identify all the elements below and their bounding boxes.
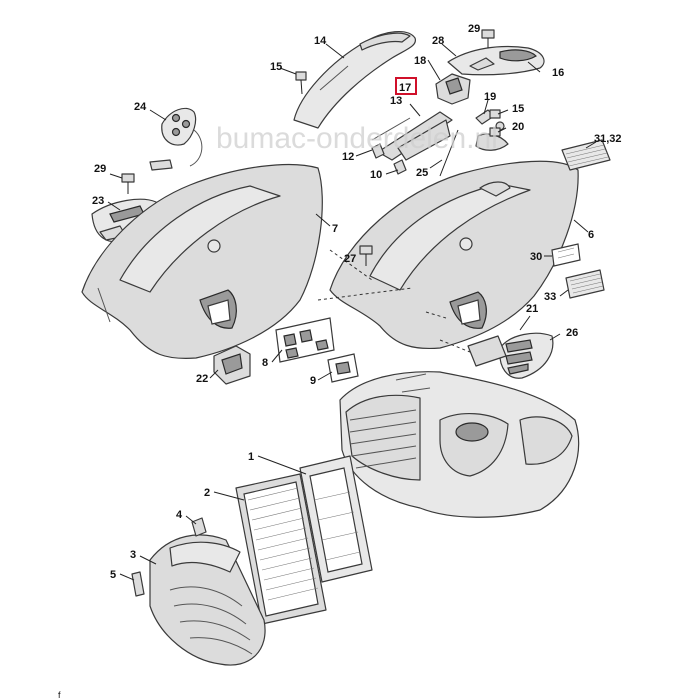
- callout-22: 22: [196, 373, 208, 385]
- callout-25: 25: [416, 167, 428, 179]
- part-2-air-filter: [235, 473, 327, 625]
- callout-2: 2: [204, 487, 210, 499]
- part-16-top-cap: [447, 45, 545, 76]
- part-33-grille: [565, 269, 605, 299]
- callout-15a: 15: [270, 61, 282, 73]
- callout-10: 10: [370, 169, 382, 181]
- callout-27: 27: [344, 253, 356, 265]
- part-8-decal-sheet: [275, 317, 335, 363]
- watermark-text: bumac-onderdelen.nl: [216, 122, 498, 155]
- callout-9: 9: [310, 375, 316, 387]
- callout-26: 26: [566, 327, 578, 339]
- part-14-handle-cover: [293, 31, 417, 129]
- callout-19: 19: [484, 91, 496, 103]
- part-30-label: [551, 243, 581, 267]
- part-7-left-housing: [81, 164, 323, 360]
- callout-28: 28: [432, 35, 444, 47]
- part-22-bracket: [213, 345, 251, 385]
- callout-29a: 29: [468, 23, 480, 35]
- callout-14: 14: [314, 35, 327, 47]
- callout-3: 3: [130, 549, 136, 561]
- callout-33: 33: [544, 291, 556, 303]
- engine-block: [339, 371, 580, 518]
- callout-30: 30: [530, 251, 542, 263]
- assembly-lines: [317, 249, 471, 353]
- callout-17: 17: [399, 82, 411, 94]
- leader-lines: [107, 43, 597, 581]
- callout-16: 16: [552, 67, 564, 79]
- callout-24: 24: [134, 101, 147, 113]
- fasteners: [121, 29, 501, 597]
- callout-4: 4: [176, 509, 183, 521]
- callout-12: 12: [342, 151, 354, 163]
- callout-21: 21: [526, 303, 538, 315]
- part-1-filter-screen: [299, 455, 373, 583]
- callout-7: 7: [332, 223, 338, 235]
- callout-1: 1: [248, 451, 254, 463]
- callout-5: 5: [110, 569, 116, 581]
- callout-18: 18: [414, 55, 426, 67]
- callout-8: 8: [262, 357, 268, 369]
- part-21-slider: [467, 335, 507, 367]
- highlight-box-17: [395, 77, 417, 95]
- callout-15b: 15: [512, 103, 524, 115]
- part-13-throttle-lever: [371, 111, 453, 161]
- corner-mark: f: [58, 690, 61, 700]
- callout-23: 23: [92, 195, 104, 207]
- callout-29b: 29: [94, 163, 106, 175]
- part-26-vent-cover: [499, 332, 554, 379]
- part-3-filter-cover: [149, 534, 266, 666]
- part-31-32-grille: [561, 139, 611, 171]
- callout-6: 6: [588, 229, 594, 241]
- callout-20: 20: [512, 121, 524, 133]
- callout-31-32: 31,32: [594, 133, 622, 145]
- part-9-decal: [327, 353, 359, 383]
- callout-13: 13: [390, 95, 402, 107]
- part-18-trigger-assembly: [427, 59, 471, 105]
- part-24-switch-plate: [149, 107, 203, 171]
